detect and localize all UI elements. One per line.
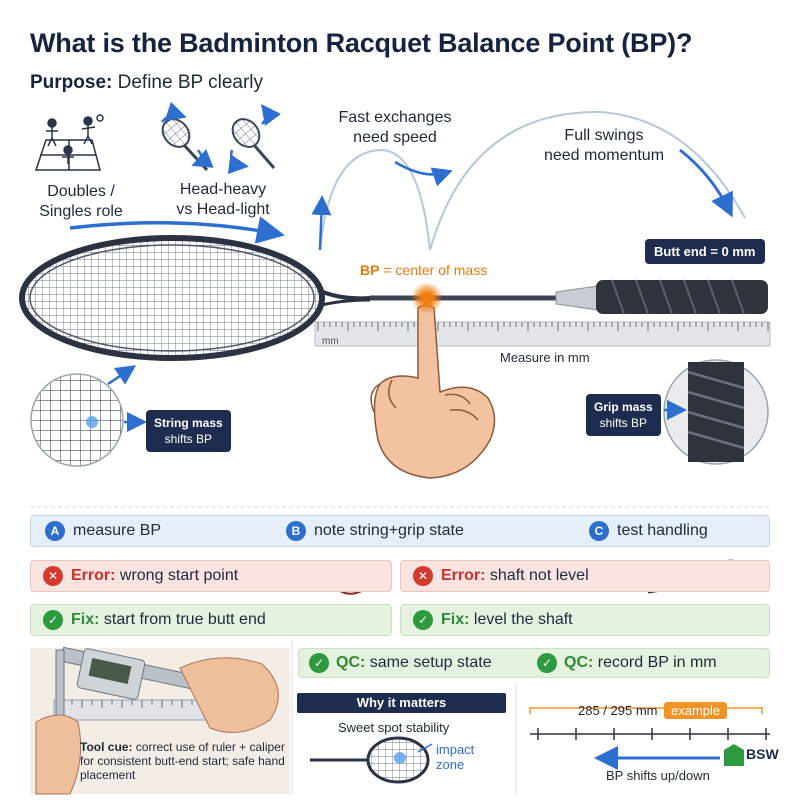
grip-tag-line2: shifts BP (599, 416, 648, 430)
bp-dot (421, 292, 433, 304)
string-mass-inset (30, 365, 147, 467)
tool-cue-text: correct use of ruler + caliper for consi… (80, 740, 285, 782)
tool-cue: Tool cue: correct use of ruler + caliper… (80, 740, 292, 782)
purpose-line: Purpose: Define BP clearly (30, 72, 263, 94)
purpose-label: Purpose: (30, 72, 113, 93)
step-a-badge: A (45, 521, 65, 541)
fix-row-2: ✓ Fix: level the shaft (400, 604, 770, 636)
full-swings-label: Full swings need momentum (534, 126, 674, 166)
racquet (19, 235, 768, 361)
impact-line2: zone (436, 757, 465, 772)
step-b-text: note string+grip state (314, 522, 464, 539)
qc-2-text: record BP in mm (593, 654, 717, 671)
balance-label-line2: vs Head-light (176, 201, 270, 218)
bp-range-label: 285 / 295 mm (578, 703, 658, 718)
error-icon: ✕ (413, 566, 433, 586)
why-it-matters-heading: Why it matters (297, 693, 506, 713)
step-b: B note string+grip state (286, 521, 464, 541)
sweet-spot-illustration (310, 736, 433, 784)
fix-row-1: ✓ Fix: start from true butt end (30, 604, 392, 636)
logo-text: BSW (746, 746, 779, 762)
fix-2-label: Fix: (441, 611, 470, 628)
fix-1-label: Fix: (71, 611, 100, 628)
string-tag-line2: shifts BP (164, 432, 213, 446)
bsw-logo (724, 744, 744, 766)
impact-zone-label: impact zone (436, 742, 474, 772)
step-c-text: test handling (617, 522, 708, 539)
caliper-illustration (30, 646, 290, 795)
tool-cue-label: Tool cue: (80, 740, 133, 754)
fix-2-text-wrap: Fix: level the shaft (441, 611, 573, 629)
error-2-content: ✕ Error: shaft not level (413, 566, 589, 586)
step-c-badge: C (589, 521, 609, 541)
qc-1: ✓ QC: same setup state (309, 653, 492, 673)
fast-label-line1: Fast exchanges (338, 109, 452, 126)
error-row-2: ✕ Error: shaft not level (400, 560, 770, 592)
butt-end-tag: Butt end = 0 mm (645, 239, 765, 264)
error-2-label: Error: (441, 567, 486, 584)
bp-label-rest: = center of mass (379, 262, 488, 278)
bp-label: BP = center of mass (360, 262, 487, 278)
example-badge: example (664, 702, 728, 719)
grip-mass-inset (663, 359, 769, 465)
bp-label-prefix: BP (360, 262, 380, 278)
sweet-spot-label: Sweet spot stability (338, 720, 450, 735)
fix-2-content: ✓ Fix: level the shaft (413, 610, 573, 630)
error-1-content: ✕ Error: wrong start point (43, 566, 238, 586)
role-label: Doubles / Singles role (26, 182, 136, 222)
role-label-line2: Singles role (39, 203, 123, 220)
full-label-line2: need momentum (543, 147, 665, 164)
error-2-text-wrap: Error: shaft not level (441, 567, 589, 585)
hand-illustration (370, 304, 496, 479)
ruler (314, 321, 771, 347)
impact-line1: impact (436, 742, 475, 757)
fix-1-text: start from true butt end (99, 611, 266, 628)
string-tag-line1: String mass (154, 416, 223, 430)
racquet-balance-icon (161, 101, 281, 175)
step-b-badge: B (286, 521, 306, 541)
qc-1-label: QC: (336, 654, 366, 671)
ruler-unit: mm (322, 336, 339, 347)
bp-shift-label: BP shifts up/down (606, 768, 710, 783)
check-icon: ✓ (309, 653, 329, 673)
balance-label-line1: Head-heavy (179, 181, 267, 198)
swing-arcs (69, 110, 746, 251)
measure-label: Measure in mm (500, 350, 590, 365)
fix-1-text-wrap: Fix: start from true butt end (71, 611, 266, 629)
qc-2: ✓ QC: record BP in mm (537, 653, 717, 673)
string-mass-tag: String mass shifts BP (146, 410, 231, 452)
players-court-icon (34, 114, 104, 171)
qc-2-label: QC: (564, 654, 594, 671)
step-a: A measure BP (45, 521, 161, 541)
error-1-label: Error: (71, 567, 116, 584)
check-icon: ✓ (537, 653, 557, 673)
fast-label-line2: need speed (353, 129, 437, 146)
error-2-text: shaft not level (485, 567, 589, 584)
purpose-text: Define BP clearly (117, 72, 264, 93)
check-icon: ✓ (413, 610, 433, 630)
qc-row: ✓ QC: same setup state ✓ QC: record BP i… (298, 648, 770, 678)
balance-label: Head-heavy vs Head-light (158, 180, 288, 220)
full-label-line1: Full swings (564, 127, 644, 144)
qc-1-text-wrap: QC: same setup state (336, 654, 492, 672)
fast-exchanges-label: Fast exchanges need speed (330, 108, 460, 148)
step-a-text: measure BP (73, 522, 162, 539)
step-c: C test handling (589, 521, 708, 541)
fix-1-content: ✓ Fix: start from true butt end (43, 610, 266, 630)
grip-mass-tag: Grip mass shifts BP (586, 394, 661, 436)
mm-scale (529, 707, 770, 770)
error-row-1: ✕ Error: wrong start point (30, 560, 392, 592)
fix-2-text: level the shaft (469, 611, 573, 628)
grip-tag-line1: Grip mass (594, 400, 653, 414)
page-title: What is the Badminton Racquet Balance Po… (30, 28, 693, 58)
role-label-line1: Doubles / (47, 183, 115, 200)
check-icon: ✓ (43, 610, 63, 630)
error-1-text-wrap: Error: wrong start point (71, 567, 238, 585)
error-icon: ✕ (43, 566, 63, 586)
qc-2-text-wrap: QC: record BP in mm (564, 654, 717, 672)
steps-row: A measure BP B note string+grip state C … (30, 515, 770, 547)
error-1-text: wrong start point (115, 567, 239, 584)
qc-1-text: same setup state (365, 654, 492, 671)
